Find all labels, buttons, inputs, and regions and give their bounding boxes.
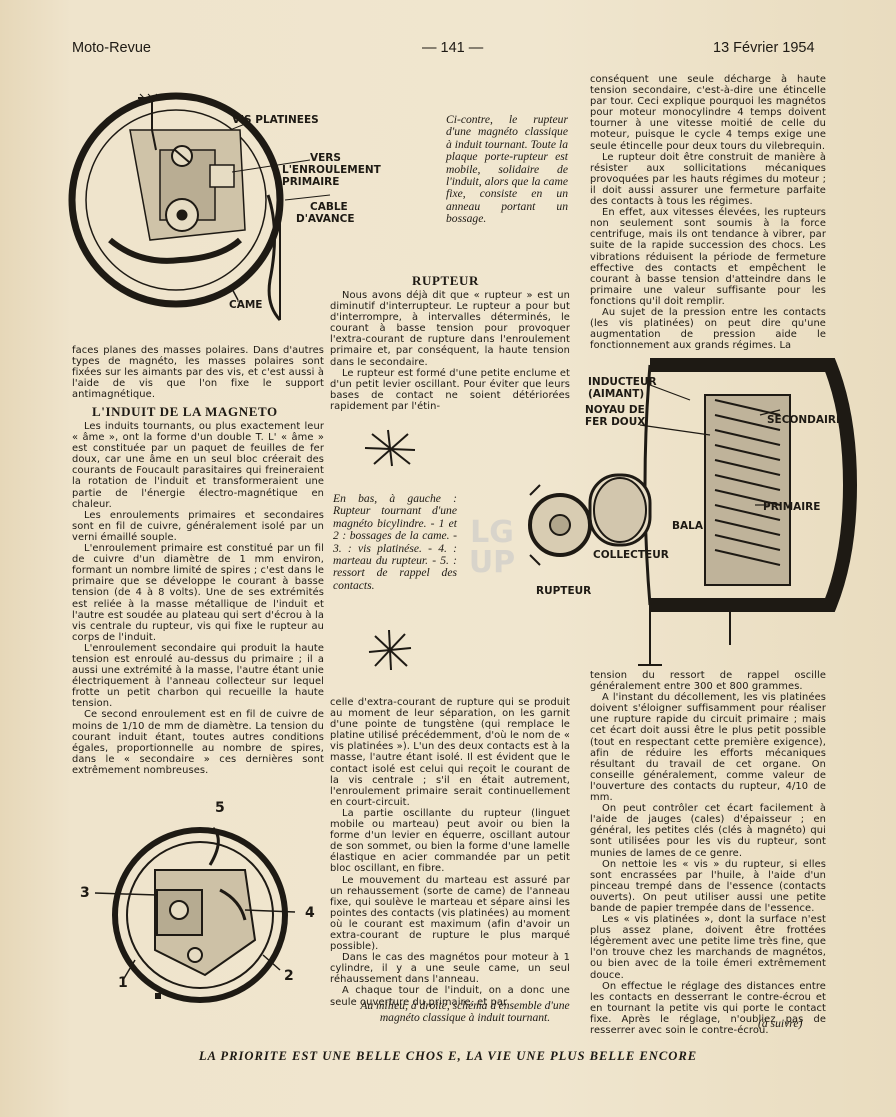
label-vers: VERS xyxy=(310,152,341,164)
paragraph: Les induits tournants, ou plus exactemen… xyxy=(72,421,324,510)
figure-number-3: 3 xyxy=(80,885,90,901)
label-cable: CABLE xyxy=(310,201,348,213)
continued-note: (à suivre) xyxy=(758,1017,803,1030)
label-vis-platinees: VIS PLATINEES xyxy=(232,114,319,126)
paragraph: faces planes des masses polaires. Dans d… xyxy=(72,345,324,401)
column-b-bottom: celle d'extra-courant de rupture qui se … xyxy=(330,697,570,1008)
caption-bottom: Au milieu, à droite, schéma d'ensemble d… xyxy=(360,999,570,1025)
label-inducteur: INDUCTEUR xyxy=(588,376,657,388)
label-secondaire: SECONDAIRE xyxy=(767,414,844,426)
label-primaire: PRIMAIRE xyxy=(282,176,340,188)
figure-number-2: 2 xyxy=(284,968,294,984)
decorative-asterisk-bottom xyxy=(368,629,412,671)
label-rupteur-schema: RUPTEUR xyxy=(536,585,592,597)
column-c-bottom: tension du ressort de rappel oscille gén… xyxy=(590,670,826,1036)
column-b-top: Nous avons déjà dit que « rupteur » est … xyxy=(330,290,570,412)
header-publication: Moto-Revue xyxy=(72,40,151,56)
paragraph: Le mouvement du marteau est assuré par u… xyxy=(330,874,570,953)
paragraph: La partie oscillante du rupteur (linguet… xyxy=(330,807,570,875)
figure-bicylindre-rupteur xyxy=(94,826,296,1003)
heading-induit: L'INDUIT DE LA MAGNETO xyxy=(92,404,278,419)
paragraph: A l'instant du décollement, les vis plat… xyxy=(590,692,826,804)
label-fer-doux: FER DOUX xyxy=(585,416,646,428)
paragraph: Au sujet de la pression entre les contac… xyxy=(590,306,826,352)
footer-slogan: LA PRIORITE EST UNE BELLE CHOS E, LA VIE… xyxy=(198,1049,698,1063)
label-avance: D'AVANCE xyxy=(296,213,355,225)
column-a-intro: faces planes des masses polaires. Dans d… xyxy=(72,345,324,400)
column-c-top: conséquent une seule décharge à haute te… xyxy=(590,74,826,351)
paragraph: L'enroulement primaire est constitué par… xyxy=(72,543,324,643)
caption-top: Ci-contre, le rupteur d'une magnéto clas… xyxy=(446,113,568,226)
column-a-body: Les induits tournants, ou plus exactemen… xyxy=(72,421,324,776)
figure-magneto-schematic xyxy=(528,358,858,666)
figure-number-4: 4 xyxy=(305,905,315,921)
paragraph: Le rupteur est formé d'une petite enclum… xyxy=(330,367,570,412)
paragraph: En effet, aux vitesses élevées, les rupt… xyxy=(590,207,826,307)
label-collecteur: COLLECTEUR xyxy=(593,549,669,561)
caption-bottom-left: En bas, à gauche : Rupteur tournant d'un… xyxy=(333,492,457,592)
paragraph: L'enroulement secondaire qui produit la … xyxy=(72,642,324,710)
paragraph: conséquent une seule décharge à haute te… xyxy=(590,74,826,152)
label-primaire-schema: PRIMAIRE xyxy=(763,501,821,513)
header-date: 13 Février 1954 xyxy=(713,40,815,56)
label-came: CAME xyxy=(229,299,263,311)
watermark: LG UP xyxy=(468,515,516,580)
paragraph: Ce second enroulement est en fil de cuiv… xyxy=(72,709,324,776)
label-balai: BALAI xyxy=(672,520,707,532)
figure-rupteur-diagram xyxy=(68,92,331,322)
paragraph: Nous avons déjà dit que « rupteur » est … xyxy=(330,290,570,368)
paragraph: On nettoie les « vis » du rupteur, si el… xyxy=(590,858,826,914)
paragraph: tension du ressort de rappel oscille gén… xyxy=(590,670,826,693)
figure-number-5: 5 xyxy=(215,800,225,816)
paragraph: Les « vis platinées », dont la surface n… xyxy=(590,914,826,981)
paragraph: A chaque tour de l'induit, on a donc une… xyxy=(330,985,570,1008)
figure-number-1: 1 xyxy=(118,975,128,991)
header-page-number: — 141 — xyxy=(422,40,484,56)
label-enroulement: L'ENROULEMENT xyxy=(282,164,381,176)
decorative-asterisk-top xyxy=(364,429,416,467)
paragraph: celle d'extra-courant de rupture qui se … xyxy=(330,697,570,808)
paragraph: On effectue le réglage des distances ent… xyxy=(590,980,826,1036)
paragraph: Le rupteur doit être construit de manièr… xyxy=(590,151,826,208)
label-noyau: NOYAU DE xyxy=(585,404,645,416)
paragraph: Les enroulements primaires et secondaire… xyxy=(72,509,324,543)
label-aimant: (AIMANT) xyxy=(588,388,645,400)
paragraph: Dans le cas des magnétos pour moteur à 1… xyxy=(330,952,570,986)
heading-rupteur: RUPTEUR xyxy=(412,273,480,288)
paragraph: On peut contrôler cet écart facilement à… xyxy=(590,803,826,859)
